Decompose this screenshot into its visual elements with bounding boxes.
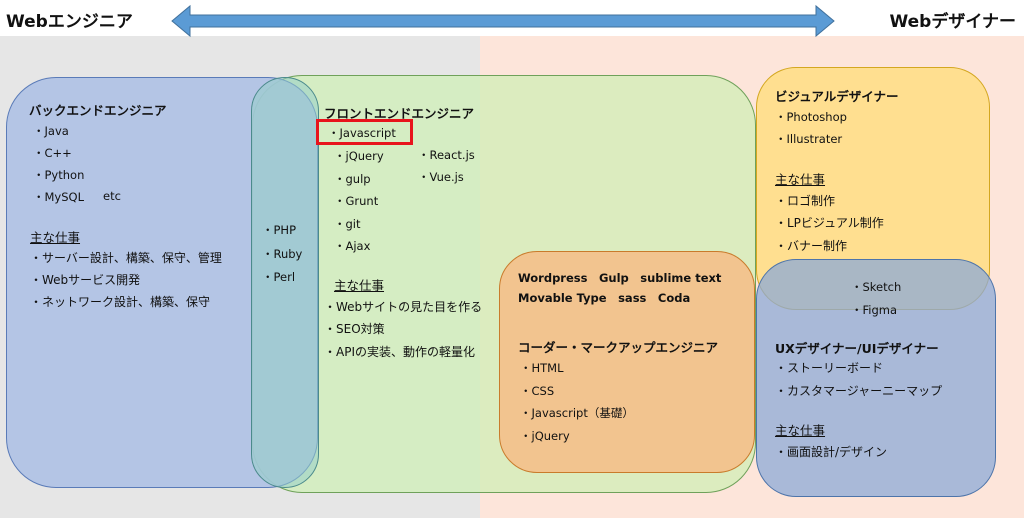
coder-skill: ・CSS xyxy=(520,384,555,398)
double-arrow-icon xyxy=(171,4,835,38)
backend-work-item: ・Webサービス開発 xyxy=(30,273,141,287)
web-engineer-label: Webエンジニア xyxy=(6,12,133,32)
backend-work-item: ・サーバー設計、構築、保守、管理 xyxy=(30,251,222,265)
ux-work-title: 主な仕事 xyxy=(775,423,826,438)
coder-skill: ・jQuery xyxy=(520,429,570,443)
frontend-work-item: ・Webサイトの見た目を作る xyxy=(324,300,483,314)
visual-work-item: ・LPビジュアル制作 xyxy=(775,216,884,230)
backend-skill: ・C++ xyxy=(33,146,72,160)
ux-work-item: ・画面設計/デザイン xyxy=(775,445,888,459)
visual-designer-title: ビジュアルデザイナー xyxy=(775,89,899,104)
visual-work-item: ・ロゴ制作 xyxy=(775,194,836,208)
ux-skill: ・ストーリーボード xyxy=(775,361,884,375)
web-designer-label: Webデザイナー xyxy=(889,12,1016,32)
backend-skill: ・Python xyxy=(33,168,85,182)
coder-group xyxy=(499,251,755,473)
frontend-skill: ・React.js xyxy=(418,148,475,162)
frontend-skill: ・git xyxy=(334,217,361,231)
backend-skill: ・Java xyxy=(33,124,69,138)
backend-skill: ・MySQL xyxy=(33,190,84,204)
coder-skill: ・Javascript（基礎） xyxy=(520,406,634,420)
frontend-title: フロントエンドエンジニア xyxy=(324,106,475,121)
shared-skill: ・PHP xyxy=(262,223,297,237)
shared-skill: ・Ruby xyxy=(262,247,303,261)
coder-skill: ・HTML xyxy=(520,361,564,375)
visual-work-title: 主な仕事 xyxy=(775,172,826,187)
frontend-work-title: 主な仕事 xyxy=(334,278,385,293)
ux-ui-title: UXデザイナー/UIデザイナー xyxy=(775,341,939,356)
visual-skill: ・Photoshop xyxy=(775,110,847,124)
coder-tools-line2: Movable Type sass Coda xyxy=(518,291,691,305)
backend-work-title: 主な仕事 xyxy=(30,230,81,245)
backend-etc: etc xyxy=(103,189,121,203)
visual-work-item: ・バナー制作 xyxy=(775,239,848,253)
ux-ui-designer-group xyxy=(756,259,996,497)
coder-title: コーダー・マークアップエンジニア xyxy=(518,340,719,355)
frontend-skill: ・Vue.js xyxy=(418,170,464,184)
frontend-skill-javascript: ・Javascript xyxy=(328,126,396,140)
frontend-work-item: ・APIの実装、動作の軽量化 xyxy=(324,345,475,359)
backend-work-item: ・ネットワーク設計、構築、保守 xyxy=(30,295,211,309)
backend-title: バックエンドエンジニア xyxy=(29,103,167,118)
ux-skill: ・カスタマージャーニーマップ xyxy=(775,384,943,398)
frontend-skill: ・Grunt xyxy=(334,194,379,208)
backend-frontend-overlap xyxy=(251,77,319,488)
shared-design-tool: ・Sketch xyxy=(851,280,902,294)
frontend-skill: ・gulp xyxy=(334,172,371,186)
shared-skill: ・Perl xyxy=(262,270,296,284)
coder-tools-line1: Wordpress Gulp sublime text xyxy=(518,271,722,285)
frontend-work-item: ・SEO対策 xyxy=(324,322,385,336)
frontend-skill: ・jQuery xyxy=(334,149,384,163)
visual-skill: ・Illustrater xyxy=(775,132,843,146)
shared-design-tool: ・Figma xyxy=(851,303,898,317)
javascript-highlight-box xyxy=(316,119,413,145)
frontend-skill: ・Ajax xyxy=(334,239,371,253)
